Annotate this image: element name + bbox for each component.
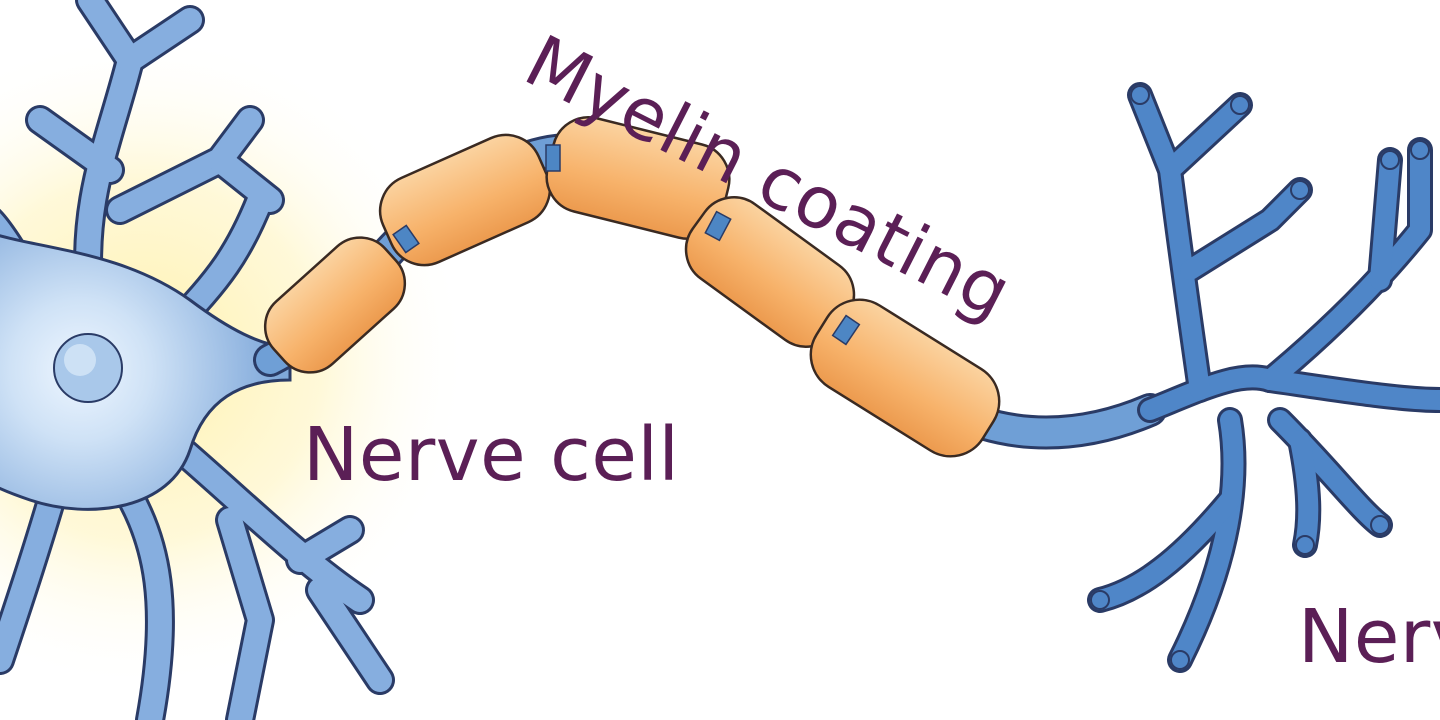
myelin-segments [263, 116, 1001, 458]
left-soma [0, 234, 292, 511]
right-dendrites [1087, 82, 1440, 673]
myelin-segment-5 [809, 298, 1001, 458]
myelin-segment-2 [378, 133, 552, 267]
dendrite-tips [1090, 85, 1430, 670]
myelin-segment-1 [263, 236, 407, 374]
nerve-cell-label-right: Nerv [1298, 594, 1440, 680]
nodes-of-ranvier [392, 144, 861, 346]
nerve-cell-label: Nerve cell [303, 412, 680, 498]
